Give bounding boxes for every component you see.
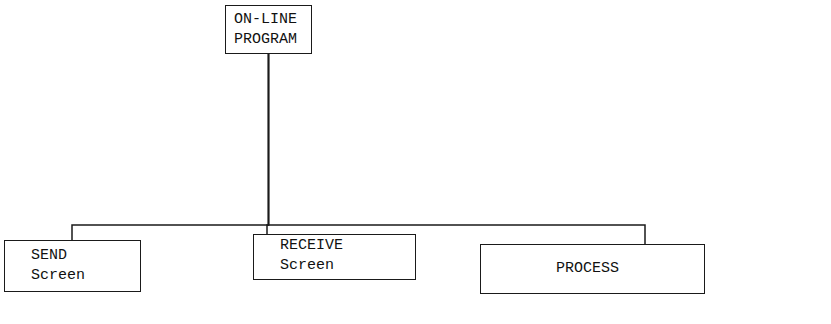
- box-label: SEND Screen: [31, 246, 91, 285]
- tree-connector: [72, 54, 269, 240]
- module-box: RECEIVE Screen: [253, 234, 416, 280]
- program-box: ON-LINE PROGRAM: [225, 5, 312, 54]
- module-box: PROCESS: [480, 244, 705, 294]
- module-box: SEND Screen: [4, 240, 141, 292]
- box-label: ON-LINE PROGRAM: [234, 10, 304, 49]
- tree-connector: [269, 54, 646, 244]
- box-label: PROCESS: [556, 259, 696, 279]
- box-label: RECEIVE Screen: [280, 236, 350, 275]
